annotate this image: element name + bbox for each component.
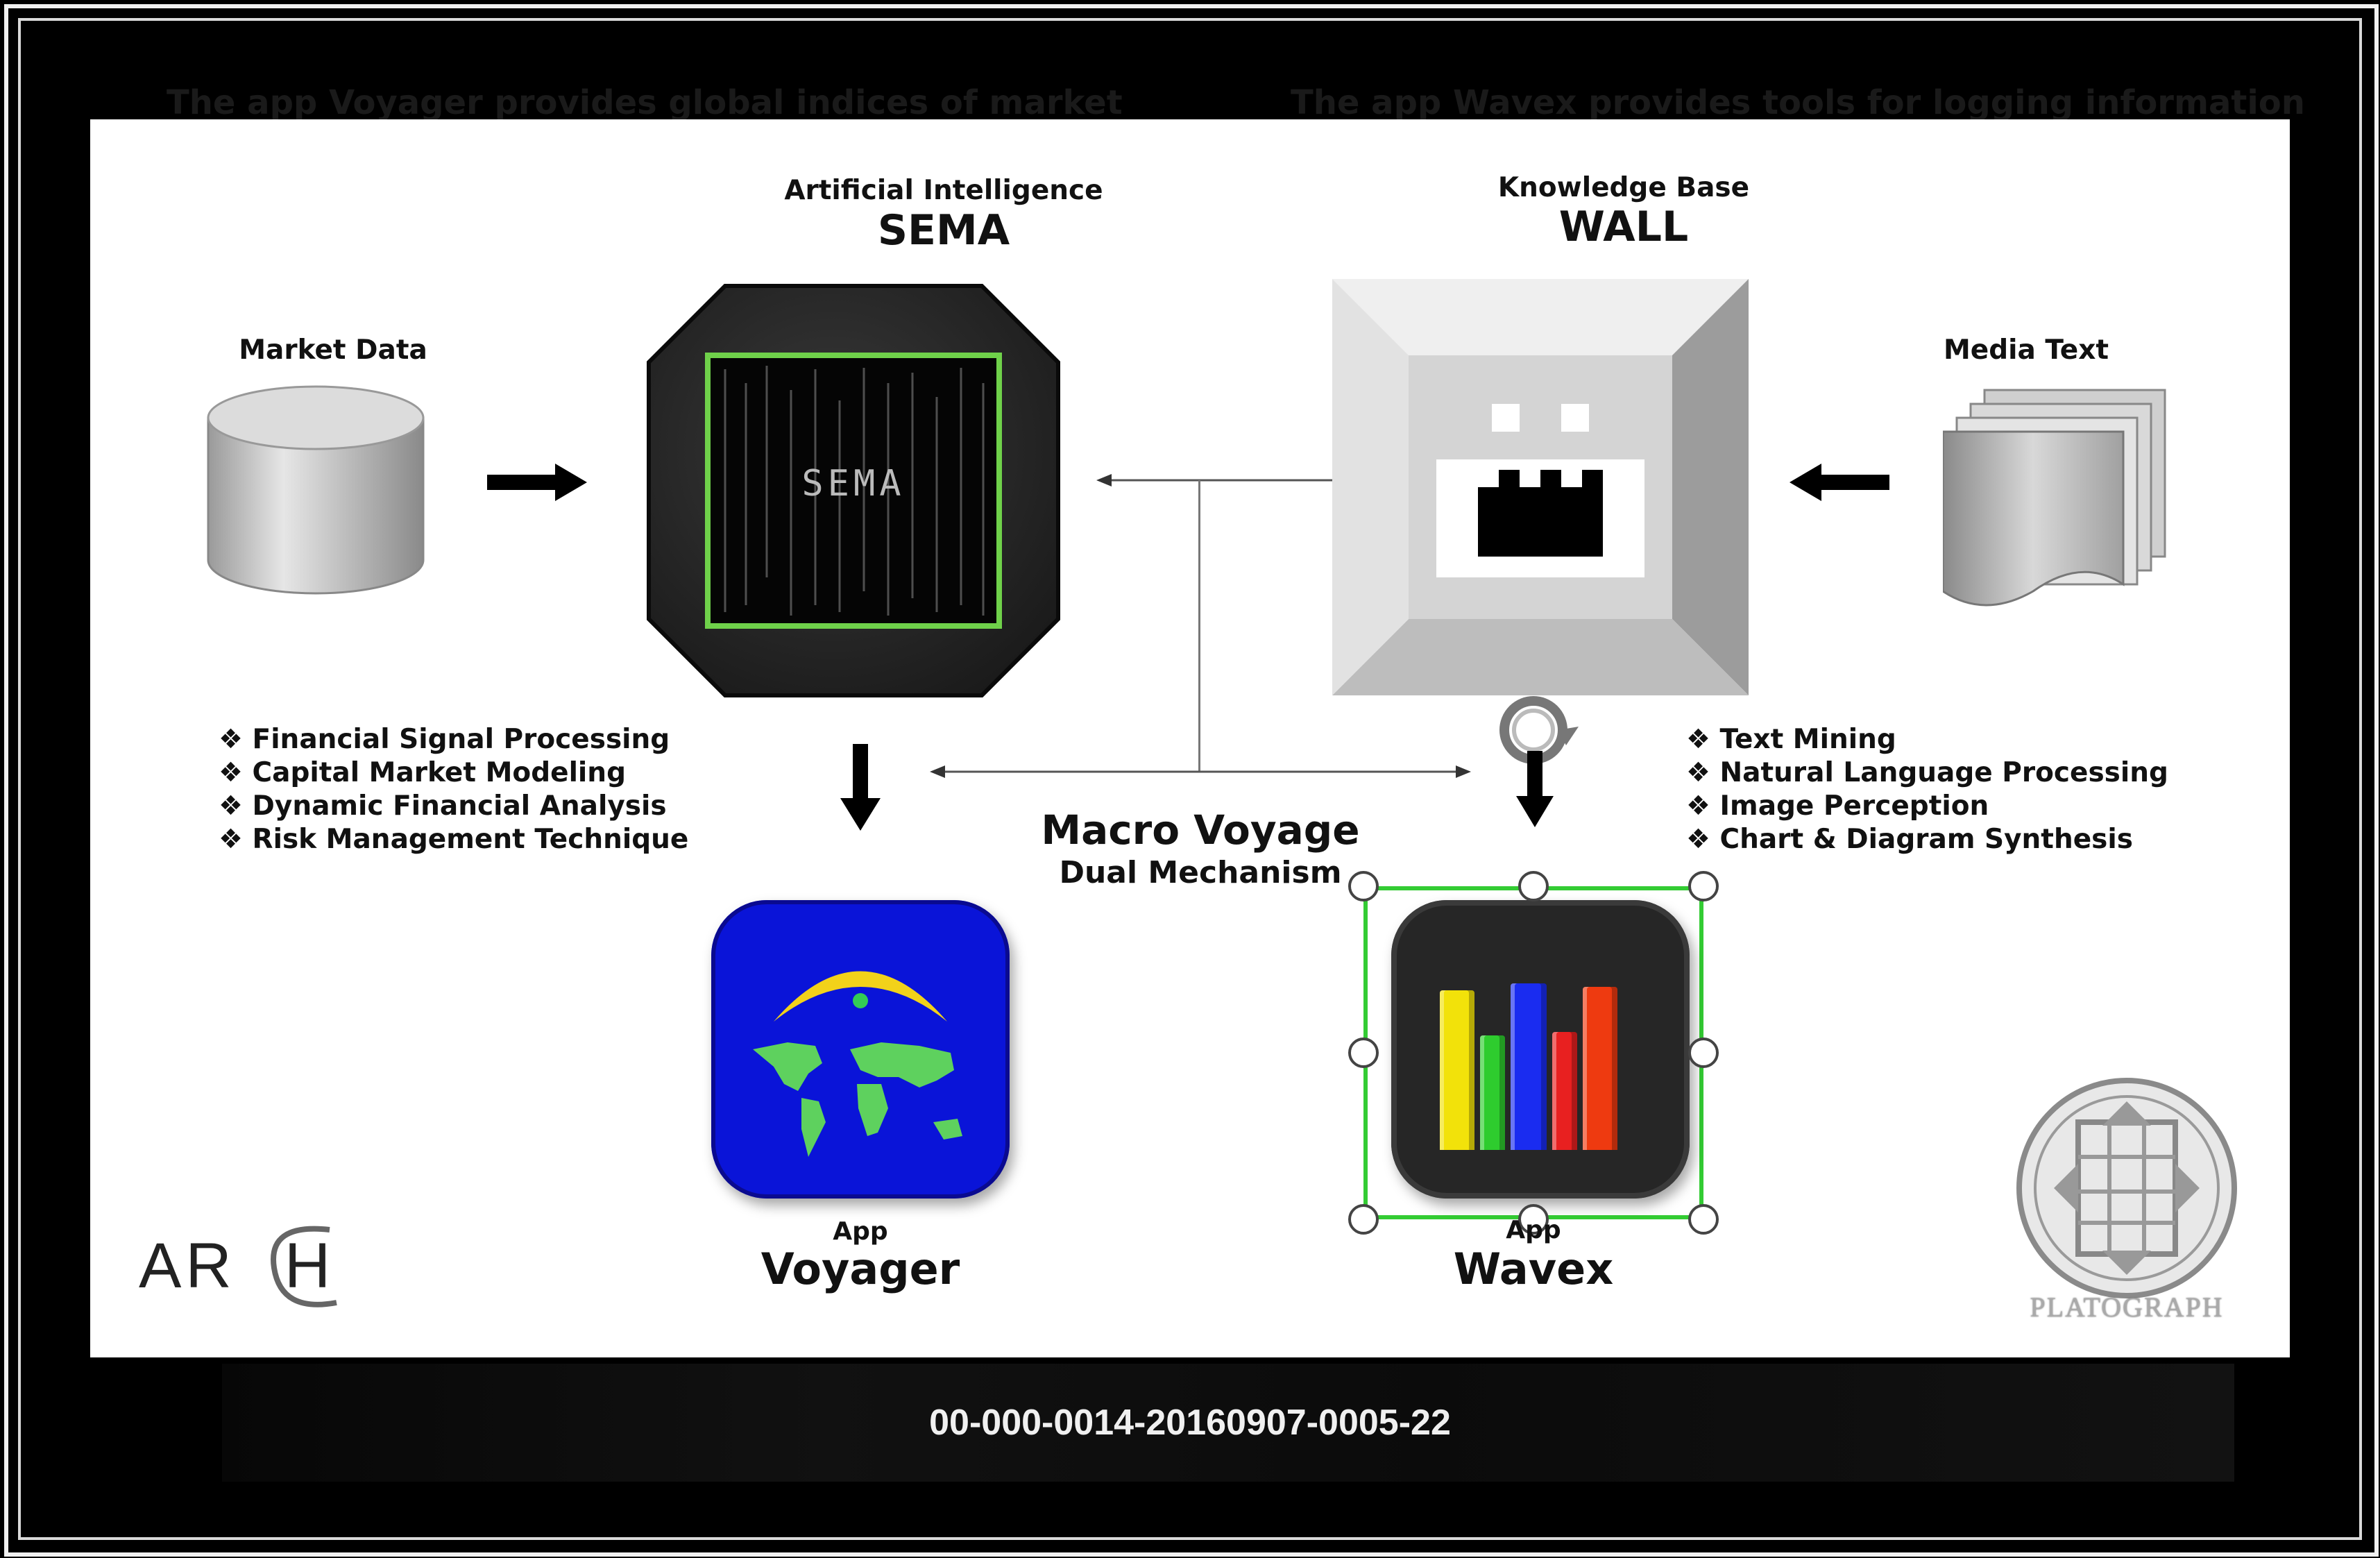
arrow-down-icon [840, 744, 881, 831]
rotate-icon [1499, 696, 1579, 827]
right-feature-list: ❖ Text Mining ❖ Natural Language Process… [1686, 723, 2168, 856]
list-item: ❖ Chart & Diagram Synthesis [1686, 824, 2133, 855]
wall-castle-icon [1332, 279, 1749, 695]
wavex-app-small: App [1506, 1216, 1561, 1244]
outer-frame [4, 4, 2379, 1557]
documents-icon [1943, 389, 2166, 607]
slide-id: 00-000-0014-20160907-0005-22 [929, 1403, 1451, 1443]
list-item: ❖ Financial Signal Processing [219, 724, 670, 755]
sema-chip-icon: SEMA [647, 284, 1060, 697]
list-item: ❖ Image Perception [1686, 790, 1989, 822]
list-item: ❖ Text Mining [1686, 724, 1896, 755]
voyager-app-small: App [833, 1217, 888, 1246]
voyager-app-icon[interactable] [711, 900, 1010, 1199]
inner-frame [18, 18, 2362, 1540]
background-caption-left: The app Voyager provides global indices … [167, 83, 1123, 122]
connector-line [1198, 480, 1200, 772]
platograph-seal-icon [2016, 1078, 2237, 1298]
resize-handle[interactable] [1688, 871, 1719, 901]
market-data-label: Market Data [239, 335, 427, 366]
macro-voyage-title: Macro Voyage [1041, 806, 1360, 854]
wall-subtitle: Knowledge Base [1497, 172, 1750, 203]
list-item: ❖ Capital Market Modeling [219, 757, 626, 788]
resize-handle[interactable] [1348, 1204, 1379, 1235]
background-thumbnail-strip [222, 1364, 2234, 1482]
sema-title: SEMA [877, 206, 1010, 255]
resize-handle[interactable] [1688, 1038, 1719, 1068]
slide-canvas: Artificial Intelligence SEMA Knowledge B… [90, 119, 2290, 1357]
arrow-right-icon [487, 464, 587, 501]
voyager-app-name: Voyager [760, 1244, 960, 1294]
sema-subtitle: Artificial Intelligence [784, 175, 1103, 206]
wavex-app-icon[interactable] [1391, 900, 1690, 1199]
platograph-label: PLATOGRAPH [2030, 1292, 2224, 1323]
world-map-icon [753, 971, 962, 1157]
arrow-left-icon [1790, 464, 1889, 501]
arch-swoosh-icon [271, 1226, 337, 1307]
wall-title: WALL [1558, 203, 1689, 251]
double-arrow-bottom [930, 765, 1471, 778]
resize-handle[interactable] [1688, 1204, 1719, 1235]
left-feature-list: ❖ Financial Signal Processing ❖ Capital … [219, 723, 688, 856]
list-item: ❖ Dynamic Financial Analysis [219, 790, 667, 822]
background-caption-right: The app Wavex provides tools for logging… [1291, 83, 2305, 122]
wavex-app-name: Wavex [1453, 1244, 1614, 1294]
database-icon [207, 385, 425, 595]
resize-handle[interactable] [1348, 871, 1379, 901]
list-item: ❖ Risk Management Technique [219, 824, 689, 855]
sema-screen-text: SEMA [801, 463, 905, 505]
list-item: ❖ Natural Language Processing [1686, 757, 2168, 788]
resize-handle[interactable] [1348, 1038, 1379, 1068]
bar-chart-icon [1440, 949, 1641, 1150]
resize-handle[interactable] [1518, 1204, 1549, 1235]
macro-voyage-subtitle: Dual Mechanism [1059, 855, 1342, 890]
resize-handle[interactable] [1518, 871, 1549, 901]
media-text-label: Media Text [1943, 335, 2109, 366]
